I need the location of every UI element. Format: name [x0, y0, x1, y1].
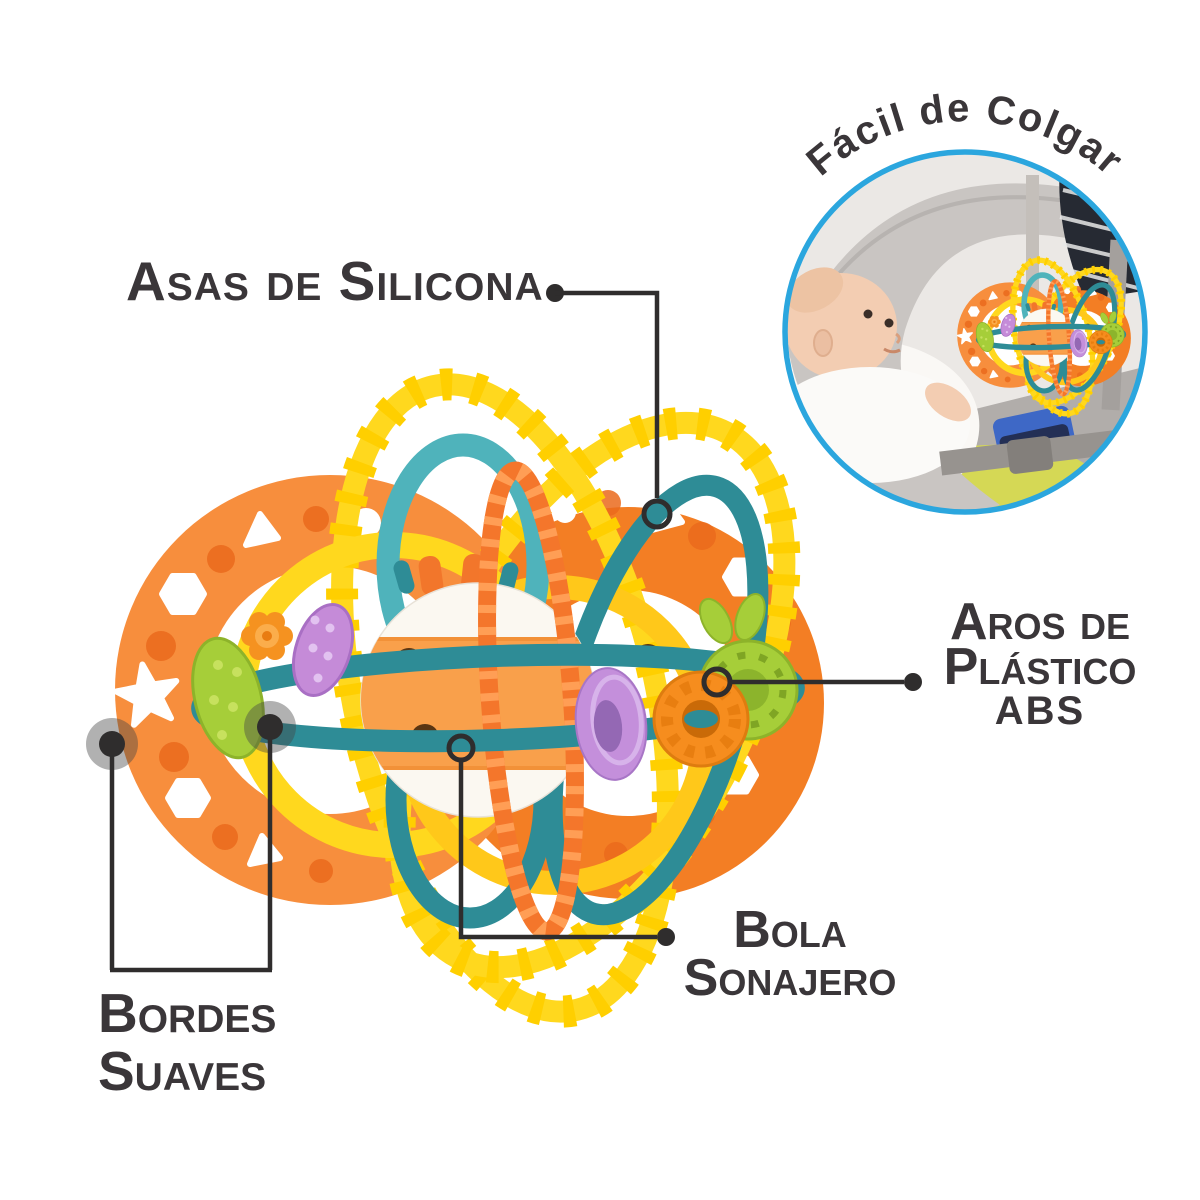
callout-bordes-dot-1: [99, 731, 125, 757]
callout-asas: [546, 284, 673, 530]
inset-photo: Fácil de Colgar: [782, 86, 1148, 515]
callout-bola: [446, 733, 675, 946]
bordes-label-line-1: Bordes: [98, 982, 277, 1044]
callout-bordes: [86, 701, 296, 973]
callout-bola-line: [458, 760, 657, 940]
aros-label-line-1: Aros de: [949, 593, 1131, 651]
callout-bordes-dot-2: [257, 714, 283, 740]
bola-label-line-1: Bola: [733, 901, 847, 959]
bordes-label-line-2: Suaves: [98, 1040, 267, 1102]
aros-label-line-3: ABS: [994, 689, 1086, 733]
aros-de-plastico-label: Aros de Plástico ABS: [870, 593, 1200, 733]
belt-buckle: [1006, 436, 1054, 474]
bola-label-line-2: Sonajero: [683, 949, 897, 1007]
callout-asas-marker: [641, 498, 673, 530]
callout-asas-line: [555, 290, 660, 498]
aros-label-line-2: Plástico: [943, 638, 1137, 696]
inset-circle-border: [782, 149, 1148, 515]
bola-sonajero-label: Bola Sonajero: [630, 901, 950, 1007]
asas-de-silicona-label: Asas de Silicona: [126, 250, 544, 312]
bordes-suaves-label: Bordes Suaves: [98, 984, 276, 1100]
callout-bola-dot: [657, 928, 675, 946]
callout-aros-dot: [904, 673, 922, 691]
callout-aros: [701, 666, 922, 698]
callout-bordes-lines: [109, 727, 273, 973]
